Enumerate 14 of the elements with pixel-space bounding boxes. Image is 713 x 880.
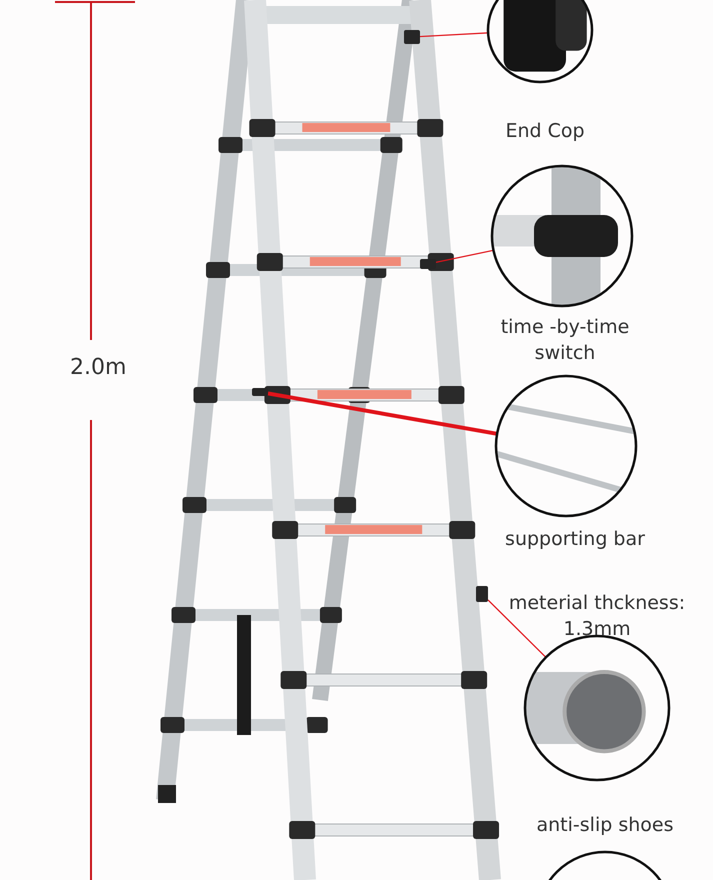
ladder-tube <box>476 586 488 602</box>
leader-line <box>420 32 488 38</box>
callout-caption: supporting bar <box>504 527 646 552</box>
callout-caption: time -by-time switch <box>500 315 630 364</box>
callout-caption: End Cop <box>504 119 586 144</box>
callout-caption: anti-slip shoes <box>536 813 674 838</box>
dimension-label: 2.0m <box>70 355 126 380</box>
rung-latch <box>420 259 436 269</box>
end-cap <box>404 30 420 44</box>
leader-line <box>268 391 498 436</box>
leader-line <box>488 600 546 658</box>
callout-caption: meterial thckness: 1.3mm <box>508 591 686 642</box>
support-bar-end <box>252 388 268 396</box>
leader-line <box>436 250 494 263</box>
